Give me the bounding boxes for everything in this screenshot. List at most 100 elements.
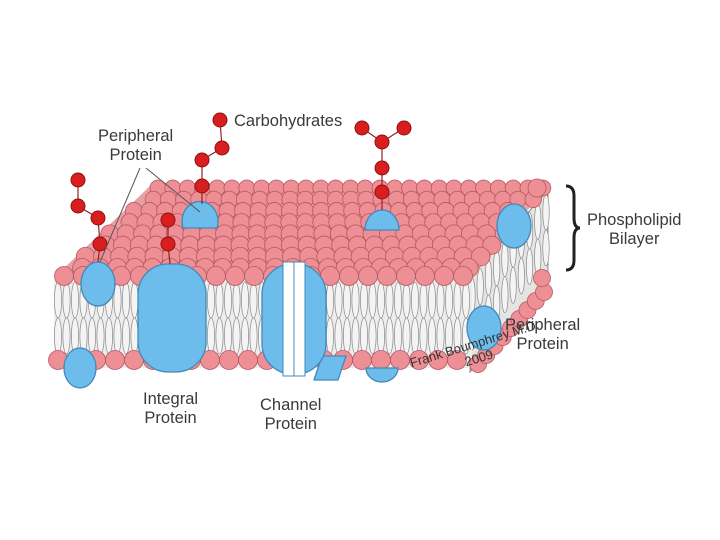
label-line: Protein xyxy=(109,146,162,164)
lipid-tail xyxy=(88,317,96,355)
lipid-tail xyxy=(334,317,343,355)
phospholipid-head xyxy=(225,266,245,286)
phospholipid-head xyxy=(352,350,372,370)
label-line: Channel xyxy=(260,396,322,414)
lipid-tail xyxy=(71,281,79,319)
peripheral-protein-left xyxy=(80,261,116,307)
phospholipid-head xyxy=(377,266,397,286)
lipid-tail xyxy=(385,317,394,355)
lipid-tail xyxy=(232,281,241,319)
peripheral-protein-right xyxy=(466,305,502,351)
lipid-tail xyxy=(501,276,509,314)
phospholipid-head xyxy=(415,266,435,286)
label-line: Integral xyxy=(143,390,199,408)
lipid-tail xyxy=(130,281,139,319)
lipid-tail xyxy=(394,281,402,319)
phospholipid-head xyxy=(390,350,410,370)
label-peripheral-protein-right: Peripheral Protein xyxy=(505,316,580,354)
lipid-tail xyxy=(436,281,445,319)
label-integral-protein: Integral Protein xyxy=(143,390,198,428)
lipid-tail xyxy=(411,281,419,319)
leader-peripheral-a xyxy=(99,167,141,263)
lipid-tail xyxy=(215,281,224,319)
lipid-tail xyxy=(419,281,428,319)
lipid-tail xyxy=(249,281,258,319)
lipid-tail xyxy=(122,317,130,355)
label-phospholipid-bilayer: Phospholipid Bilayer xyxy=(587,211,682,249)
phospholipid-head xyxy=(527,178,547,198)
lipid-tail xyxy=(368,317,377,355)
lipid-tail xyxy=(368,281,377,319)
lipid-tail xyxy=(476,268,484,306)
label-line: Bilayer xyxy=(609,230,660,248)
lipid-tail xyxy=(445,281,453,319)
lipid-tail xyxy=(122,281,130,319)
channel-protein xyxy=(261,261,327,377)
label-channel-protein: Channel Protein xyxy=(260,396,321,434)
carb-sugar xyxy=(214,140,230,156)
lipid-tail xyxy=(241,281,249,319)
bilayer-brace xyxy=(565,184,581,272)
lipid-tail xyxy=(62,317,71,355)
lipid-tail xyxy=(232,317,241,355)
phospholipid-head xyxy=(105,350,125,370)
label-line: Phospholipid xyxy=(587,211,682,229)
label-line: Protein xyxy=(264,415,317,433)
top-protein-right xyxy=(364,209,400,231)
carb-sugar xyxy=(194,152,210,168)
lipid-tail xyxy=(334,281,343,319)
lipid-tail xyxy=(54,317,62,355)
phospholipid-head xyxy=(453,266,473,286)
lipid-tail xyxy=(351,281,360,319)
lipid-tail xyxy=(542,229,550,267)
phospholipid-head xyxy=(238,350,258,370)
carb-sugar xyxy=(160,236,176,252)
leader-lines xyxy=(99,167,201,263)
lipid-tail xyxy=(54,281,62,319)
lipid-tail xyxy=(453,281,462,319)
carb-sugar xyxy=(374,160,390,176)
phospholipid-head xyxy=(447,350,467,370)
lipid-tail xyxy=(402,281,411,319)
phospholipid-head xyxy=(219,350,239,370)
carb-sugar xyxy=(396,120,412,136)
integral-protein xyxy=(137,263,207,373)
phospholipid-head xyxy=(533,269,551,287)
lipid-tail xyxy=(96,317,105,355)
lipid-tail xyxy=(411,317,419,355)
carb-sugar xyxy=(354,120,370,136)
label-peripheral-protein-top: Peripheral Protein xyxy=(98,127,173,165)
label-line: Protein xyxy=(144,409,197,427)
carb-sugar xyxy=(194,178,210,194)
carb-sugar xyxy=(70,172,86,188)
lipid-tail xyxy=(526,248,534,286)
lipid-tail xyxy=(394,317,402,355)
phospholipid-head xyxy=(244,266,264,286)
peripheral-protein-bottom-left xyxy=(63,347,97,389)
lipid-tail xyxy=(542,193,550,231)
lipid-tail xyxy=(385,281,394,319)
lipid-tail xyxy=(224,281,232,319)
lipid-tail xyxy=(241,317,249,355)
carb-sugar xyxy=(374,184,390,200)
lipid-tail xyxy=(360,281,368,319)
label-carbohydrates: Carbohydrates xyxy=(234,112,343,130)
lipid-tail xyxy=(402,317,411,355)
carb-sugar xyxy=(374,134,390,150)
lipid-tail xyxy=(105,317,113,355)
lipid-tail xyxy=(534,202,542,240)
label-line: Protein xyxy=(516,335,569,353)
leader-peripheral-b xyxy=(145,167,201,213)
lipid-tail xyxy=(377,317,385,355)
lipid-tail xyxy=(428,281,436,319)
lipid-tail xyxy=(326,281,334,319)
lipid-tail xyxy=(360,317,368,355)
phospholipid-head xyxy=(54,266,74,286)
side-heads xyxy=(469,178,553,373)
carb-sugar xyxy=(92,236,108,252)
lipid-tail xyxy=(351,317,360,355)
phospholipid-head xyxy=(339,266,359,286)
lipid-tail xyxy=(517,257,525,295)
phospholipid-head xyxy=(358,266,378,286)
